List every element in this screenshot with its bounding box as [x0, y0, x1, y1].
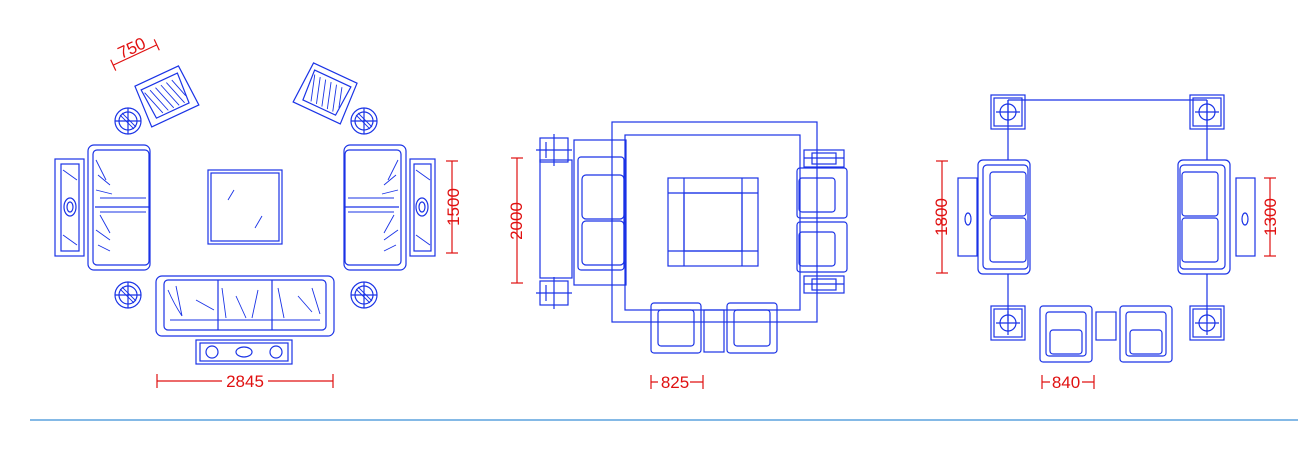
- tv-console-bottom: [195, 339, 293, 365]
- armchair-bottom-left-3: [1039, 305, 1093, 363]
- rug-inner: [624, 134, 801, 311]
- dimension-1300: 1300: [1261, 177, 1280, 257]
- sofa-right: [343, 144, 407, 271]
- layout-3-living-room: 1800 1300 840: [932, 94, 1280, 392]
- armchair-angled-right: [292, 61, 360, 125]
- sofa-right-3: [1177, 159, 1256, 275]
- dimension-750: 750: [110, 34, 160, 71]
- tv-cabinet-right: [409, 158, 436, 257]
- lamp-table-bottom-right: [1189, 305, 1225, 341]
- dimension-2845-label: 2845: [226, 372, 264, 391]
- armchair-bottom-left-2: [650, 302, 702, 354]
- coffee-table-square: [667, 177, 759, 267]
- dimension-1800-label: 1800: [932, 198, 951, 236]
- armchair-angled-left: [132, 64, 200, 128]
- dimension-2000: 2000: [507, 157, 526, 284]
- sofa-left-3: [957, 159, 1031, 275]
- dimension-2000-label: 2000: [507, 202, 526, 240]
- dimension-840-label: 840: [1052, 373, 1080, 392]
- lamp-marker-bottom-right: [803, 275, 845, 294]
- dimension-825-label: 825: [661, 373, 689, 392]
- dimension-1500: 1500: [444, 160, 463, 254]
- tv-cabinet-left: [54, 158, 85, 257]
- dimension-1300-label: 1300: [1261, 198, 1280, 236]
- lamp-table-bottom-left: [990, 305, 1026, 341]
- coffee-table: [207, 169, 283, 245]
- side-table-top-left: [114, 107, 142, 135]
- side-table-bottom-right: [350, 281, 378, 309]
- side-table-top-right: [350, 107, 378, 135]
- side-table-bottom-left: [114, 281, 142, 309]
- armchair-right-top: [796, 167, 848, 219]
- lamp-marker-top-left: [536, 134, 572, 166]
- dimension-825: 825: [650, 373, 704, 392]
- layout-2-living-room: 2000 825: [507, 121, 848, 392]
- lamp-marker-top-right: [803, 149, 845, 168]
- side-table-bottom-3: [1095, 311, 1117, 341]
- side-table-bottom-2: [703, 309, 725, 353]
- sofa-three-seat: [155, 275, 335, 337]
- dimension-2845: 2845: [156, 372, 334, 391]
- armchair-bottom-right-3: [1119, 305, 1173, 363]
- dimension-1800: 1800: [932, 160, 951, 274]
- rug: [611, 121, 818, 323]
- dimension-750-label: 750: [115, 34, 149, 63]
- sofa-left-2: [539, 139, 627, 286]
- dimension-840: 840: [1041, 373, 1095, 392]
- sofa-left: [87, 144, 151, 271]
- dimension-1500-label: 1500: [444, 188, 463, 226]
- layout-1-living-room: 750 1500 2845: [54, 34, 463, 391]
- lamp-marker-bottom-left: [536, 277, 572, 309]
- armchair-bottom-right-2: [726, 302, 778, 354]
- armchair-right-bottom: [796, 221, 848, 273]
